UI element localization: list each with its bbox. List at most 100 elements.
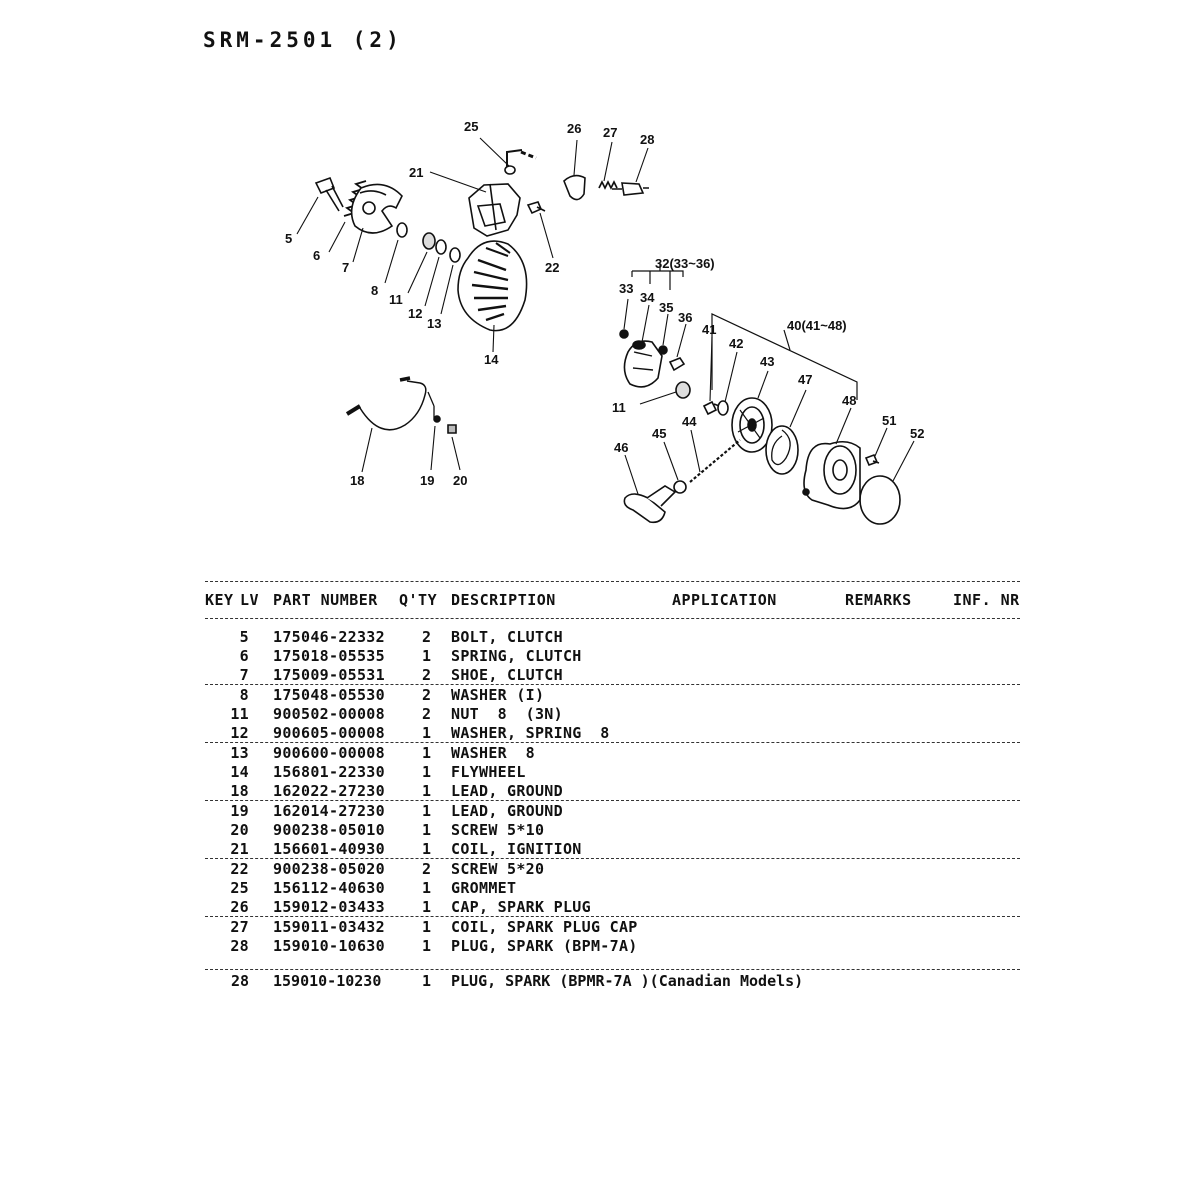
ignition-coil-part (468, 183, 521, 237)
callout-36: 36 (678, 310, 692, 325)
nut-part (422, 232, 436, 250)
callout-28: 28 (640, 132, 654, 147)
callout-43: 43 (760, 354, 774, 369)
spark-plug-cap-part (563, 174, 586, 201)
spark-plug-part (612, 182, 649, 196)
starter-rope-part (689, 439, 741, 483)
flywheel-part (457, 240, 528, 332)
callout-7: 7 (342, 260, 349, 275)
callout-22: 22 (545, 260, 559, 275)
cell-part-number: 900502-00008 (273, 705, 385, 723)
cell-description: FLYWHEEL (451, 763, 526, 781)
cell-description: PLUG, SPARK (BPM-7A) (451, 937, 638, 955)
table-top-rule (205, 581, 1020, 582)
callout-21: 21 (409, 165, 423, 180)
cell-part-number: 175018-05535 (273, 647, 385, 665)
callout-40: 40(41~48) (787, 318, 847, 333)
cell-qty: 2 (422, 705, 432, 723)
header-description: DESCRIPTION (451, 591, 556, 609)
cell-part-number: 162022-27230 (273, 782, 385, 800)
cell-part-number: 900600-00008 (273, 744, 385, 762)
callout-48: 48 (842, 393, 856, 408)
header-lv: LV (240, 591, 260, 609)
header-qty: Q'TY (399, 591, 438, 609)
cell-part-number: 900238-05020 (273, 860, 385, 878)
cell-qty: 1 (422, 724, 432, 742)
cell-description: CAP, SPARK PLUG (451, 898, 591, 916)
cell-description: LEAD, GROUND (451, 782, 563, 800)
callout-25: 25 (464, 119, 478, 134)
header-part-number: PART NUMBER (273, 591, 378, 609)
cell-key: 8 (239, 686, 249, 704)
cell-key: 14 (230, 763, 249, 781)
cell-part-number: 900238-05010 (273, 821, 385, 839)
cell-key: 26 (230, 898, 249, 916)
cell-part-number: 175009-05531 (273, 666, 385, 684)
cell-qty: 1 (422, 782, 432, 800)
cell-part-number: 175048-05530 (273, 686, 385, 704)
cell-key: 13 (230, 744, 249, 762)
cell-qty: 1 (422, 937, 432, 955)
cell-description: WASHER 8 (451, 744, 535, 762)
cell-qty: 1 (422, 918, 432, 936)
header-remarks: REMARKS (845, 591, 912, 609)
cell-part-number: 900605-00008 (273, 724, 385, 742)
callout-45: 45 (652, 426, 666, 441)
cell-part-number: 159010-10230 (273, 972, 382, 990)
callout-27: 27 (603, 125, 617, 140)
cell-description: LEAD, GROUND (451, 802, 563, 820)
cell-key: 20 (230, 821, 249, 839)
cell-qty: 2 (422, 628, 432, 646)
bolt-clutch-part (314, 176, 344, 212)
cell-key: 11 (230, 705, 249, 723)
washer-8-part (449, 247, 461, 263)
screw-ground-part (447, 424, 457, 434)
callout-44: 44 (682, 414, 697, 429)
callout-8: 8 (371, 283, 378, 298)
cell-part-number: 159011-03432 (273, 918, 385, 936)
header-key: KEY (205, 591, 234, 609)
callout-41: 41 (702, 322, 716, 337)
cap-coil-part (598, 180, 618, 190)
callout-47: 47 (798, 372, 812, 387)
callout-42: 42 (729, 336, 743, 351)
callout-52: 52 (910, 426, 924, 441)
header-application: APPLICATION (672, 591, 777, 609)
header-inf-nr: INF. NR (953, 591, 1020, 609)
cell-description: COIL, IGNITION (451, 840, 582, 858)
cell-key: 22 (230, 860, 249, 878)
ground-lead-part (345, 376, 435, 431)
callout-18: 18 (350, 473, 364, 488)
spring-washer-part (435, 239, 447, 255)
cell-description: WASHER (I) (451, 686, 545, 704)
cell-part-number: 159012-03433 (273, 898, 385, 916)
cell-description: SCREW 5*20 (451, 860, 545, 878)
cell-qty: 1 (422, 763, 432, 781)
cell-key: 6 (239, 647, 249, 665)
pawl-assembly-part (623, 340, 663, 388)
cell-key: 27 (230, 918, 249, 936)
starter-case-part (802, 440, 861, 510)
cell-description: PLUG, SPARK (BPMR-7A )(Canadian Models) (451, 972, 804, 990)
cell-key: 28 (230, 972, 249, 990)
callout-14: 14 (484, 352, 499, 367)
cell-qty: 1 (422, 898, 432, 916)
callout-6: 6 (313, 248, 320, 263)
callout-5: 5 (285, 231, 292, 246)
table-header-rule (205, 618, 1020, 619)
cell-description: SCREW 5*10 (451, 821, 545, 839)
callout-13: 13 (427, 316, 441, 331)
callout-33: 33 (619, 281, 633, 296)
table-row-canadian: 28 159010-10230 1 PLUG, SPARK (BPMR-7A )… (205, 972, 1020, 994)
